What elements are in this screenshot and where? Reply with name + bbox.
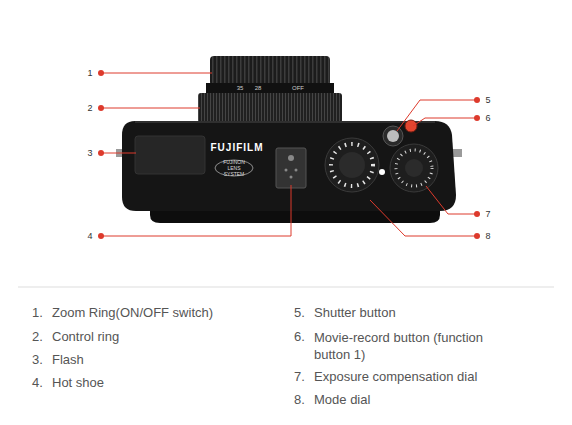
shoe-contact [288,155,294,161]
indicator-dot [379,169,385,175]
list-number: 2. [32,329,43,345]
callout-number: 8 [485,231,490,242]
shoe-contact [290,176,293,179]
leader-dot [98,233,104,239]
flash [135,136,205,174]
leader-line [413,118,477,126]
list-number: 5. [294,305,305,321]
movie-button [405,120,417,132]
callout-number: 5 [485,95,490,106]
list-number: 7. [294,369,305,385]
leader-line [101,153,136,154]
leader-line [101,73,212,74]
shutter-collar [383,126,403,146]
callout-number: 7 [485,209,490,220]
list-number: 3. [32,352,43,368]
part-name: Flash [52,352,84,368]
list-number: 8. [294,392,305,408]
leader-line [426,186,477,214]
leader-line [370,200,477,236]
lens-marking: OFF [292,85,304,92]
part-name: Control ring [52,329,119,345]
callout-number: 2 [87,103,92,114]
zoom-ring [210,56,330,86]
shoe-contact [295,169,298,172]
callout-number: 3 [87,148,92,159]
leader-dot [98,105,104,111]
dial-center [339,152,365,178]
leader-dot [98,70,104,76]
part-name: Mode dial [314,392,370,408]
strap-lug [452,149,462,157]
leader-dot [98,150,104,156]
leader-line [101,108,200,109]
leader-dot [474,115,480,121]
badge-text: FUJINON LENS SYSTEM [219,159,249,177]
divider-line [18,287,554,288]
callout-number: 6 [485,113,490,124]
part-name: Movie-record button (function button 1) [314,329,514,363]
callout-number: 4 [87,231,92,242]
part-name: Shutter button [314,305,396,321]
part-name: Exposure compensation dial [314,369,477,385]
leader-line [101,185,291,236]
badge-outline [215,160,253,176]
list-number: 6. [294,329,305,345]
dial-ticks [331,144,373,186]
list-number: 1. [32,305,43,321]
leader-dot [474,233,480,239]
mode-dial [325,138,379,192]
lens-marking: 28 [255,85,262,92]
part-name: Zoom Ring(ON/OFF switch) [52,305,213,321]
body-highlight [135,122,435,123]
control-ring [198,93,342,123]
lens-marking-band [206,83,334,94]
camera-body [122,121,456,211]
dial-ticks [396,150,432,186]
brand-text: FUJIFILM [211,142,264,154]
lens-marking: 35 [237,85,244,92]
shoe-contact [285,169,288,172]
hot-shoe [276,148,306,188]
leader-line [397,100,477,131]
part-name: Hot shoe [52,375,104,391]
list-number: 4. [32,375,43,391]
callout-number: 1 [87,68,92,79]
dial-center [405,159,423,177]
leader-dot [474,211,480,217]
leader-dot [474,97,480,103]
exposure-dial [390,144,438,192]
shutter-button [387,130,399,142]
